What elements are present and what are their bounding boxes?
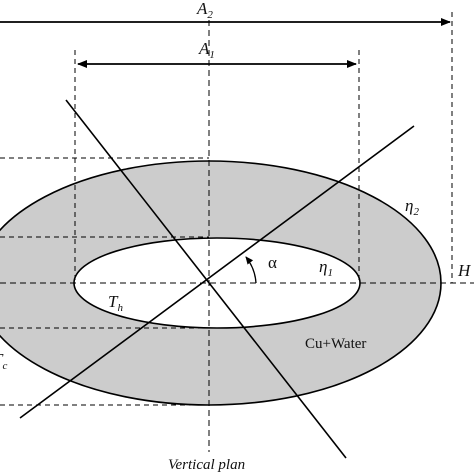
inner-span-label: A1 <box>198 39 215 61</box>
angle-arc <box>245 256 257 284</box>
inner-boundary-label: η1 <box>319 257 333 279</box>
plane-label: Vertical plan <box>168 457 245 473</box>
height-label: H <box>457 261 472 280</box>
cold-wall-label: Tc <box>0 350 7 372</box>
angle-label: α <box>268 253 277 272</box>
inner-ellipse <box>73 237 361 329</box>
fluid-label: Cu+Water <box>305 336 366 352</box>
inclination-line <box>19 125 415 419</box>
perpendicular-line <box>65 99 347 459</box>
outer-boundary-label: η2 <box>405 196 419 218</box>
hot-wall-label: Th <box>108 292 123 314</box>
outer-span-label: A2 <box>196 0 213 21</box>
